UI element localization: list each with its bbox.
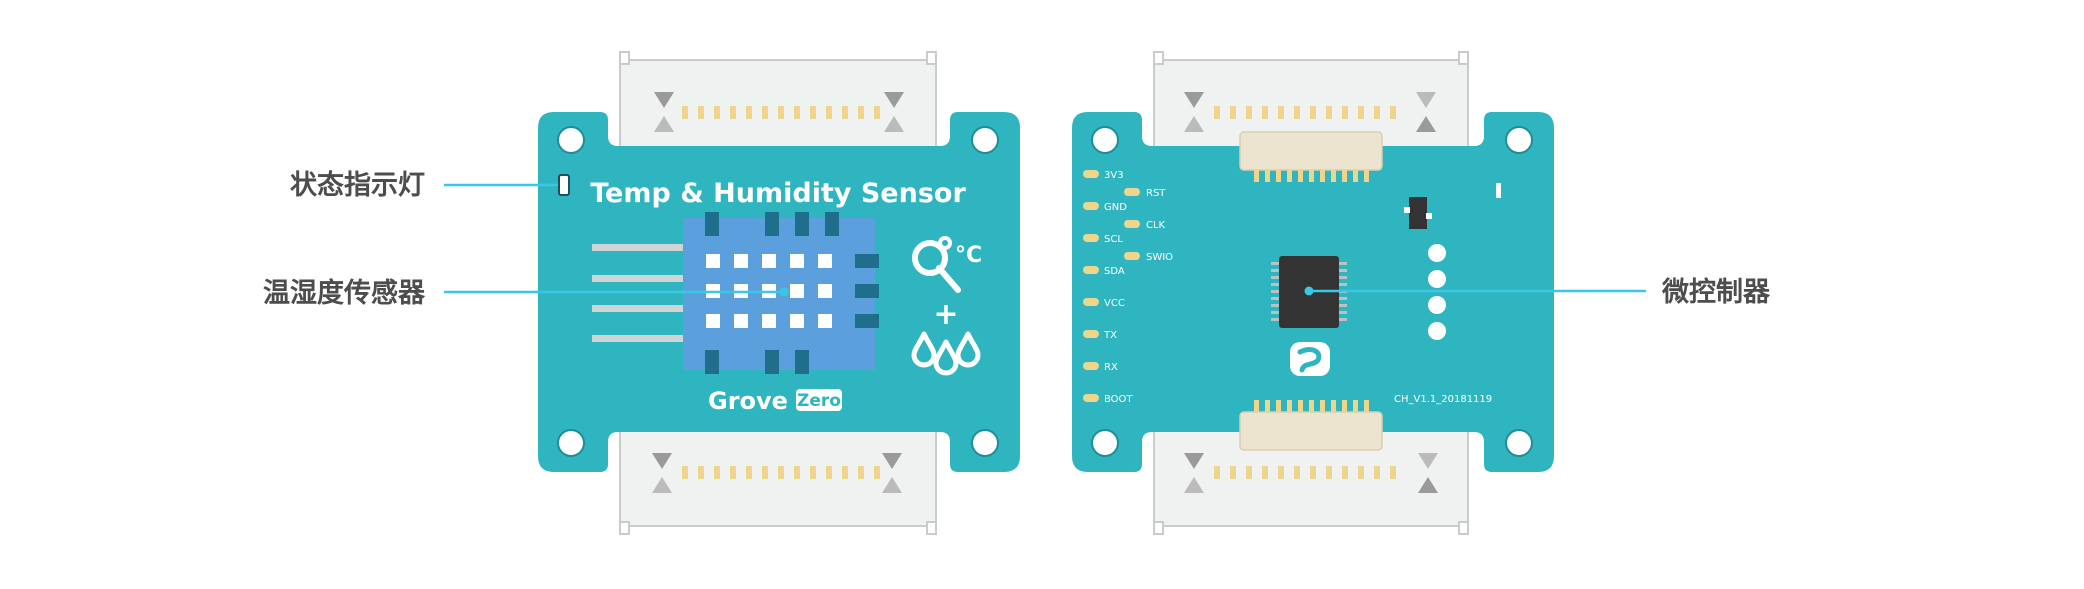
brand-mark-icon — [1290, 342, 1330, 376]
pin-label: 3V3 — [1104, 170, 1124, 181]
pin-label: CLK — [1146, 220, 1166, 231]
version-label: CH_V1.1_20181119 — [1394, 394, 1492, 405]
grove-logo: Grove — [708, 387, 788, 415]
pin-pads-left — [1083, 170, 1099, 402]
temp-humidity-sensor — [683, 212, 879, 374]
back-top-connector-pins — [1214, 106, 1396, 119]
back-top-socket — [1239, 131, 1383, 182]
front-mounting-holes — [557, 126, 999, 457]
celsius-unit: °C — [955, 243, 982, 268]
pin-pads-right — [1124, 188, 1140, 260]
pin-label: TX — [1103, 330, 1117, 341]
back-mounting-holes — [1091, 126, 1533, 457]
smd-resistor — [1496, 183, 1501, 198]
water-drops-icon — [911, 331, 981, 376]
pin-label: SDA — [1104, 266, 1125, 277]
callout-microcontroller: 微控制器 — [1304, 277, 1771, 308]
back-bottom-connector — [1153, 425, 1469, 535]
pin-label: SCL — [1104, 234, 1123, 245]
callout-temp-humidity-sensor: 温湿度传感器 — [263, 277, 789, 309]
sensor-grille — [706, 254, 832, 328]
pin-labels-left: 3V3 GND SCL SDA VCC TX RX BOOT — [1103, 170, 1133, 405]
front-top-connector-pins — [682, 106, 880, 119]
thermometer-icon — [912, 236, 961, 293]
back-board: 3V3 GND SCL SDA VCC TX RX BOOT RST CLK S… — [1072, 51, 1554, 535]
pin-label: VCC — [1104, 298, 1125, 309]
zero-logo: Zero — [797, 391, 841, 411]
zero-badge — [796, 389, 842, 411]
status-led — [558, 174, 570, 196]
test-pads — [1428, 244, 1446, 340]
callout-status-led: 状态指示灯 — [290, 170, 558, 201]
front-top-connector — [619, 51, 937, 160]
back-bottom-connector-pins — [1214, 466, 1396, 479]
callout-label-microcontroller: 微控制器 — [1661, 277, 1771, 308]
front-bottom-connector — [619, 425, 937, 535]
pin-label: GND — [1104, 202, 1127, 213]
pin-labels-right: RST CLK SWIO — [1146, 188, 1173, 263]
pin-label: BOOT — [1104, 394, 1133, 405]
plus-glyph: + — [933, 297, 958, 332]
callout-label-temp-humidity-sensor: 温湿度传感器 — [263, 277, 426, 309]
transistor — [1404, 197, 1432, 229]
callout-label-status-led: 状态指示灯 — [290, 170, 425, 201]
pin-label: RST — [1146, 188, 1166, 199]
pin-label: RX — [1104, 362, 1118, 373]
back-bottom-socket — [1239, 400, 1383, 451]
board-title: Temp & Humidity Sensor — [590, 178, 966, 209]
pin-label: SWIO — [1146, 252, 1173, 263]
sensor-legs — [592, 244, 684, 342]
front-bottom-connector-pins — [682, 466, 880, 479]
